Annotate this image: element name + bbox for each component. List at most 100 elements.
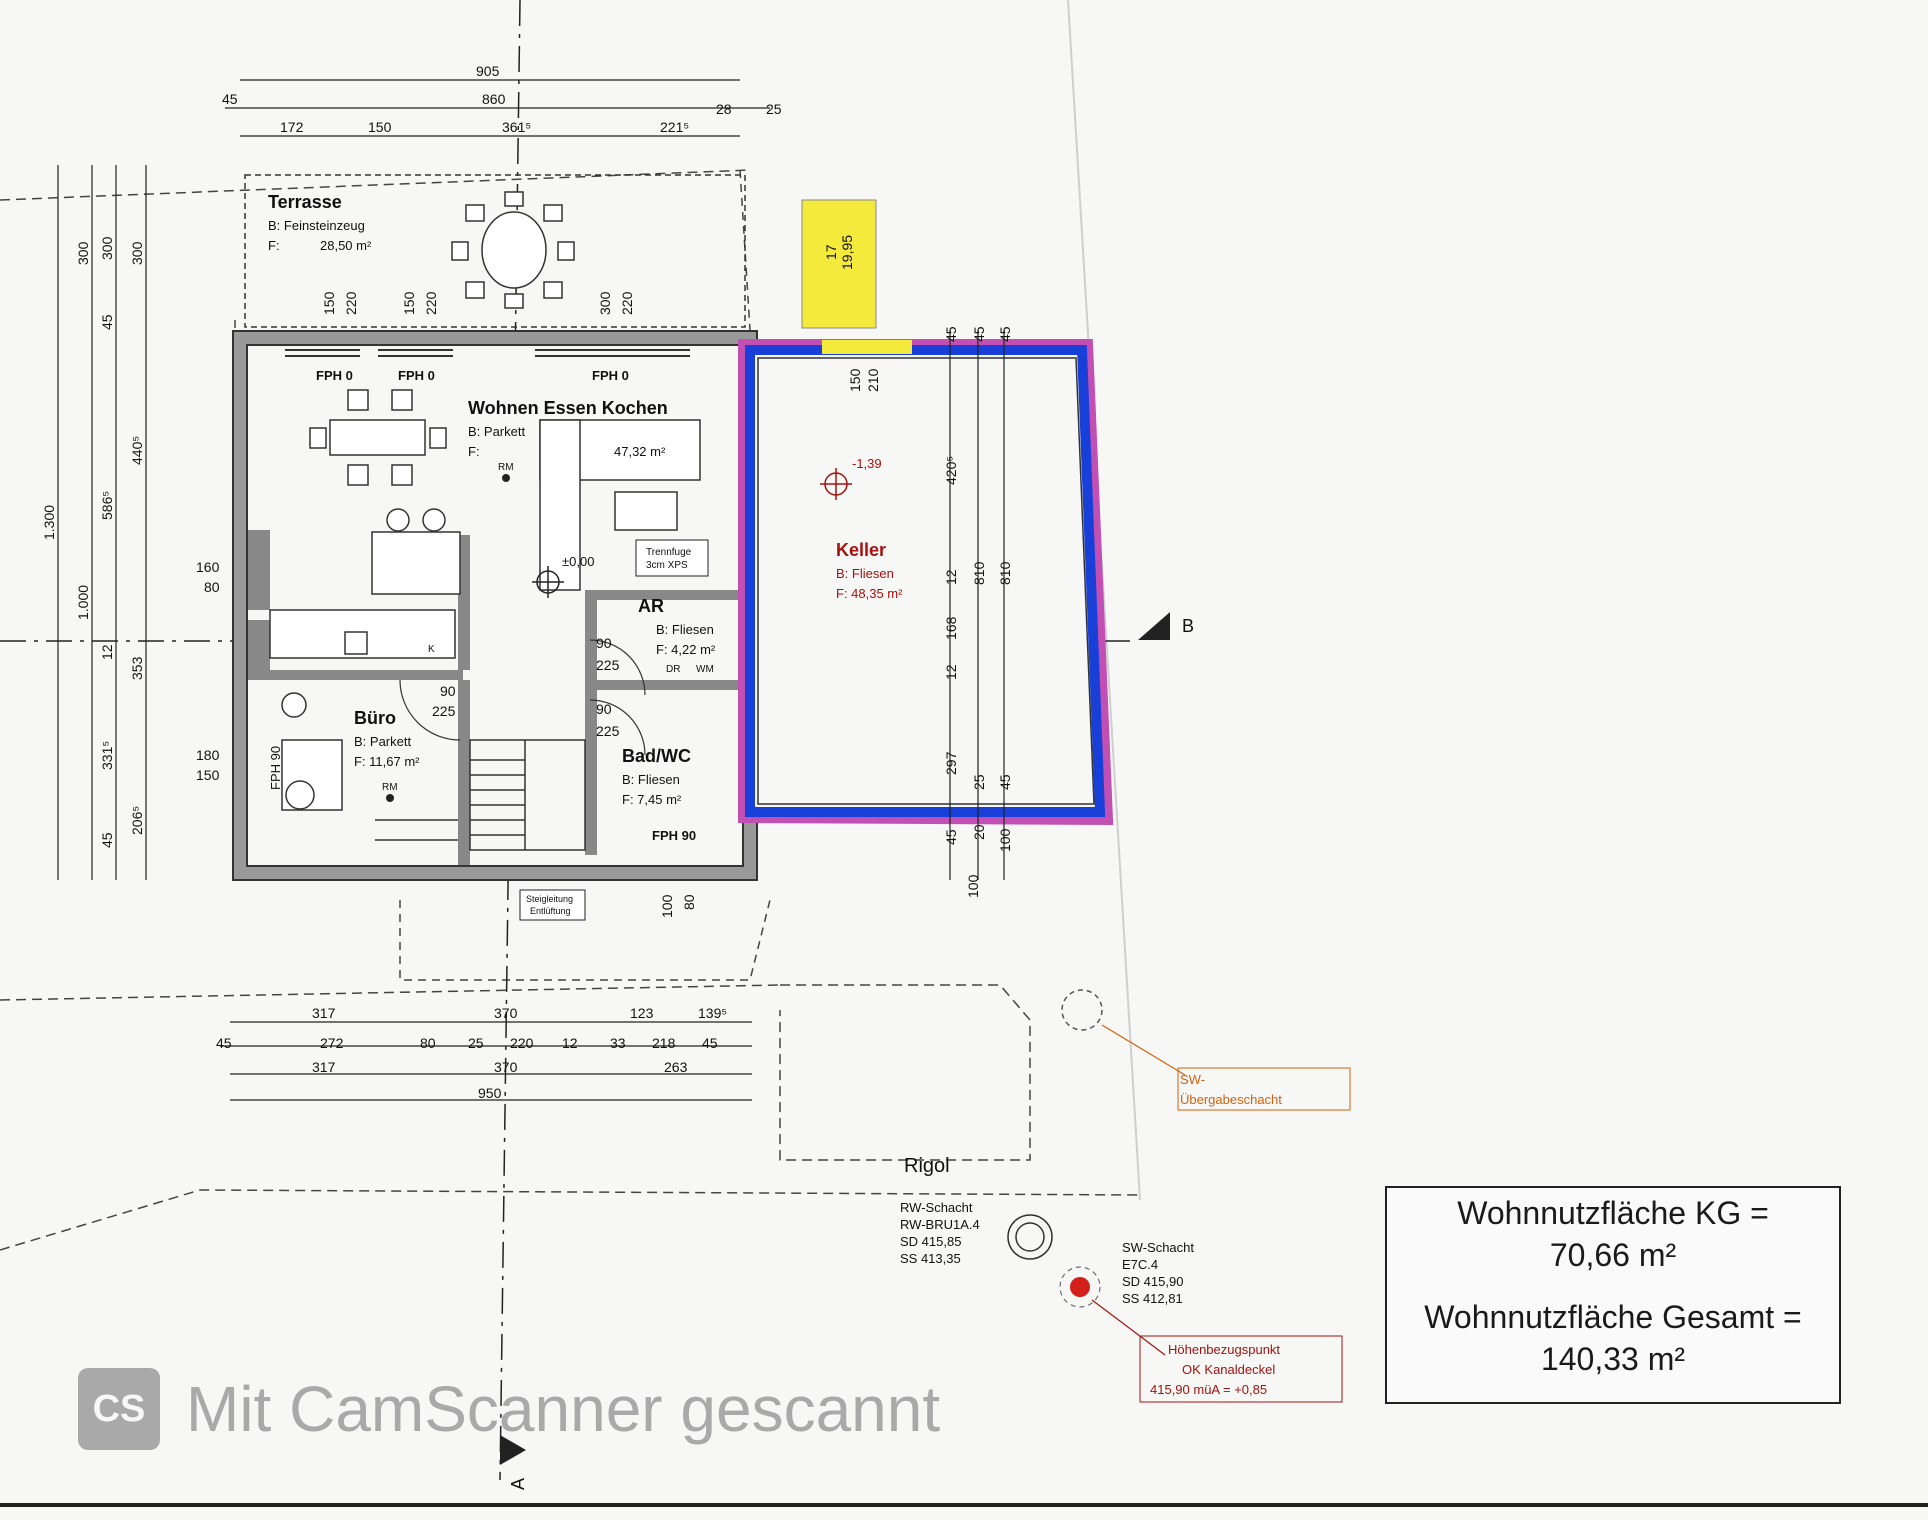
fph-window-2: FPH 0 (398, 368, 435, 383)
sofa (539, 419, 701, 591)
reference-point-marker (1070, 1277, 1090, 1297)
dim-window-top-6: 220 (619, 291, 635, 315)
k-label: K (428, 644, 435, 655)
sw-schacht-1: SW-Schacht (1122, 1240, 1194, 1255)
dim-keller-8: 168 (943, 616, 959, 640)
level-marker-main (532, 566, 564, 598)
dim-window-top-1: 150 (321, 291, 337, 315)
dim-bottom-total: 950 (478, 1085, 502, 1101)
bad-floor: B: Fliesen (622, 772, 680, 787)
rw-schacht-2: RW-BRU1A.4 (900, 1217, 980, 1232)
kg-label: Wohnnutzfläche KG = (1457, 1195, 1769, 1231)
buero-window: FPH 90 (268, 746, 283, 790)
dim-top-row-2: 150 (368, 119, 392, 135)
dim-window-left-1: 160 (196, 559, 220, 575)
dim-keller-7: 12 (943, 569, 959, 585)
dim-window-top-2: 220 (343, 291, 359, 315)
dim-left-5: 300 (129, 241, 145, 265)
dim-bottom2-5: 220 (510, 1035, 534, 1051)
dim-keller-4: 420⁵ (943, 456, 959, 485)
terrasse-title: Terrasse (268, 192, 342, 212)
sw-uebergabe-1: SW- (1180, 1072, 1205, 1087)
dim-keller-14: 20 (971, 824, 987, 840)
dim-bottom2-4: 25 (468, 1035, 484, 1051)
terrasse-floor: B: Feinsteinzeug (268, 218, 365, 233)
dim-keller-13: 45 (943, 829, 959, 845)
dining-table (309, 389, 447, 486)
dim-left-1: 1.300 (41, 505, 57, 540)
dim-window-left-2: 80 (204, 579, 220, 595)
dim-keller-1: 45 (943, 326, 959, 342)
dim-top-row-4: 221⁵ (660, 119, 689, 135)
dim-top-25: 25 (766, 101, 782, 117)
dim-window-left-3: 180 (196, 747, 220, 763)
bad-window: FPH 90 (652, 828, 696, 843)
keller-level: -1,39 (852, 456, 882, 471)
entry-stair (801, 199, 877, 329)
ar-floor: B: Fliesen (656, 622, 714, 637)
dim-bottom2-9: 45 (702, 1035, 718, 1051)
kitchen-island (269, 508, 461, 659)
dim-keller-9: 12 (943, 664, 959, 680)
section-b-label: B (1182, 616, 1194, 636)
office-desk (281, 692, 343, 811)
dim-top-row-3: 361⁵ (502, 119, 531, 135)
section-b-marker (1138, 612, 1170, 640)
buero-title: Büro (354, 708, 396, 728)
wohnen-area-label: F: (468, 444, 480, 459)
dim-keller-11: 25 (971, 774, 987, 790)
steigleitung-2: Entlüftung (530, 906, 571, 916)
dim-bottom2-7: 33 (610, 1035, 626, 1051)
fph-window-1: FPH 0 (316, 368, 353, 383)
dim-bottom-80: 80 (681, 894, 697, 910)
dim-bottom1-2: 370 (494, 1005, 518, 1021)
dim-left-7: 440⁵ (129, 436, 145, 465)
total-label: Wohnnutzfläche Gesamt = (1424, 1299, 1802, 1335)
keller-title: Keller (836, 540, 886, 560)
dim-bottom3-3: 263 (664, 1059, 688, 1075)
dim-left-3: 300 (75, 241, 91, 265)
dim-top-mid: 860 (482, 91, 506, 107)
rw-schacht-3: SD 415,85 (900, 1234, 961, 1249)
dim-stair-2: 19,95 (839, 235, 855, 270)
dim-left-6: 45 (99, 314, 115, 330)
dim-inner-2: 225 (432, 703, 456, 719)
wohnen-area: 47,32 m² (614, 444, 666, 459)
dim-bottom2-1: 45 (216, 1035, 232, 1051)
sw-uebergabe-shaft (1061, 989, 1103, 1031)
dim-keller-16: 100 (965, 874, 981, 898)
keller-floor: B: Fliesen (836, 566, 894, 581)
dim-inner-6: 225 (596, 723, 620, 739)
dim-window-top-4: 220 (423, 291, 439, 315)
dim-left-2: 1.000 (75, 585, 91, 620)
sw-schacht-2: E7C.4 (1122, 1257, 1158, 1272)
hoehenbezug-2: OK Kanaldeckel (1182, 1362, 1275, 1377)
fph-window-3: FPH 0 (592, 368, 629, 383)
bad-area: F: 7,45 m² (622, 792, 682, 807)
sw-uebergabe-2: Übergabeschacht (1180, 1092, 1282, 1107)
dim-inner-5: 90 (596, 701, 612, 717)
dim-door-1: 150 (847, 368, 863, 392)
dim-top-row-1: 172 (280, 119, 304, 135)
dim-window-top-3: 150 (401, 291, 417, 315)
dim-bottom2-8: 218 (652, 1035, 676, 1051)
dim-keller-3: 45 (997, 326, 1013, 342)
dim-inner-1: 90 (440, 683, 456, 699)
trennfuge-2: 3cm XPS (646, 560, 688, 571)
ar-dr: DR (666, 664, 680, 675)
dim-left-10: 353 (129, 656, 145, 680)
wohnen-floor: B: Parkett (468, 424, 525, 439)
dim-window-left-4: 150 (196, 767, 220, 783)
terrasse-area-label: F: (268, 238, 280, 253)
dim-left-9: 12 (99, 644, 115, 660)
dim-bottom3-1: 317 (312, 1059, 336, 1075)
steigleitung-1: Steigleitung (526, 894, 573, 904)
dim-inner-3: 90 (596, 635, 612, 651)
rw-shaft (1007, 1214, 1053, 1260)
buero-area: F: 11,67 m² (354, 754, 420, 769)
wohnen-title: Wohnen Essen Kochen (468, 398, 668, 418)
dim-stair-1: 17 (823, 244, 839, 260)
dim-inner-4: 225 (596, 657, 620, 673)
sw-schacht-3: SD 415,90 (1122, 1274, 1183, 1289)
